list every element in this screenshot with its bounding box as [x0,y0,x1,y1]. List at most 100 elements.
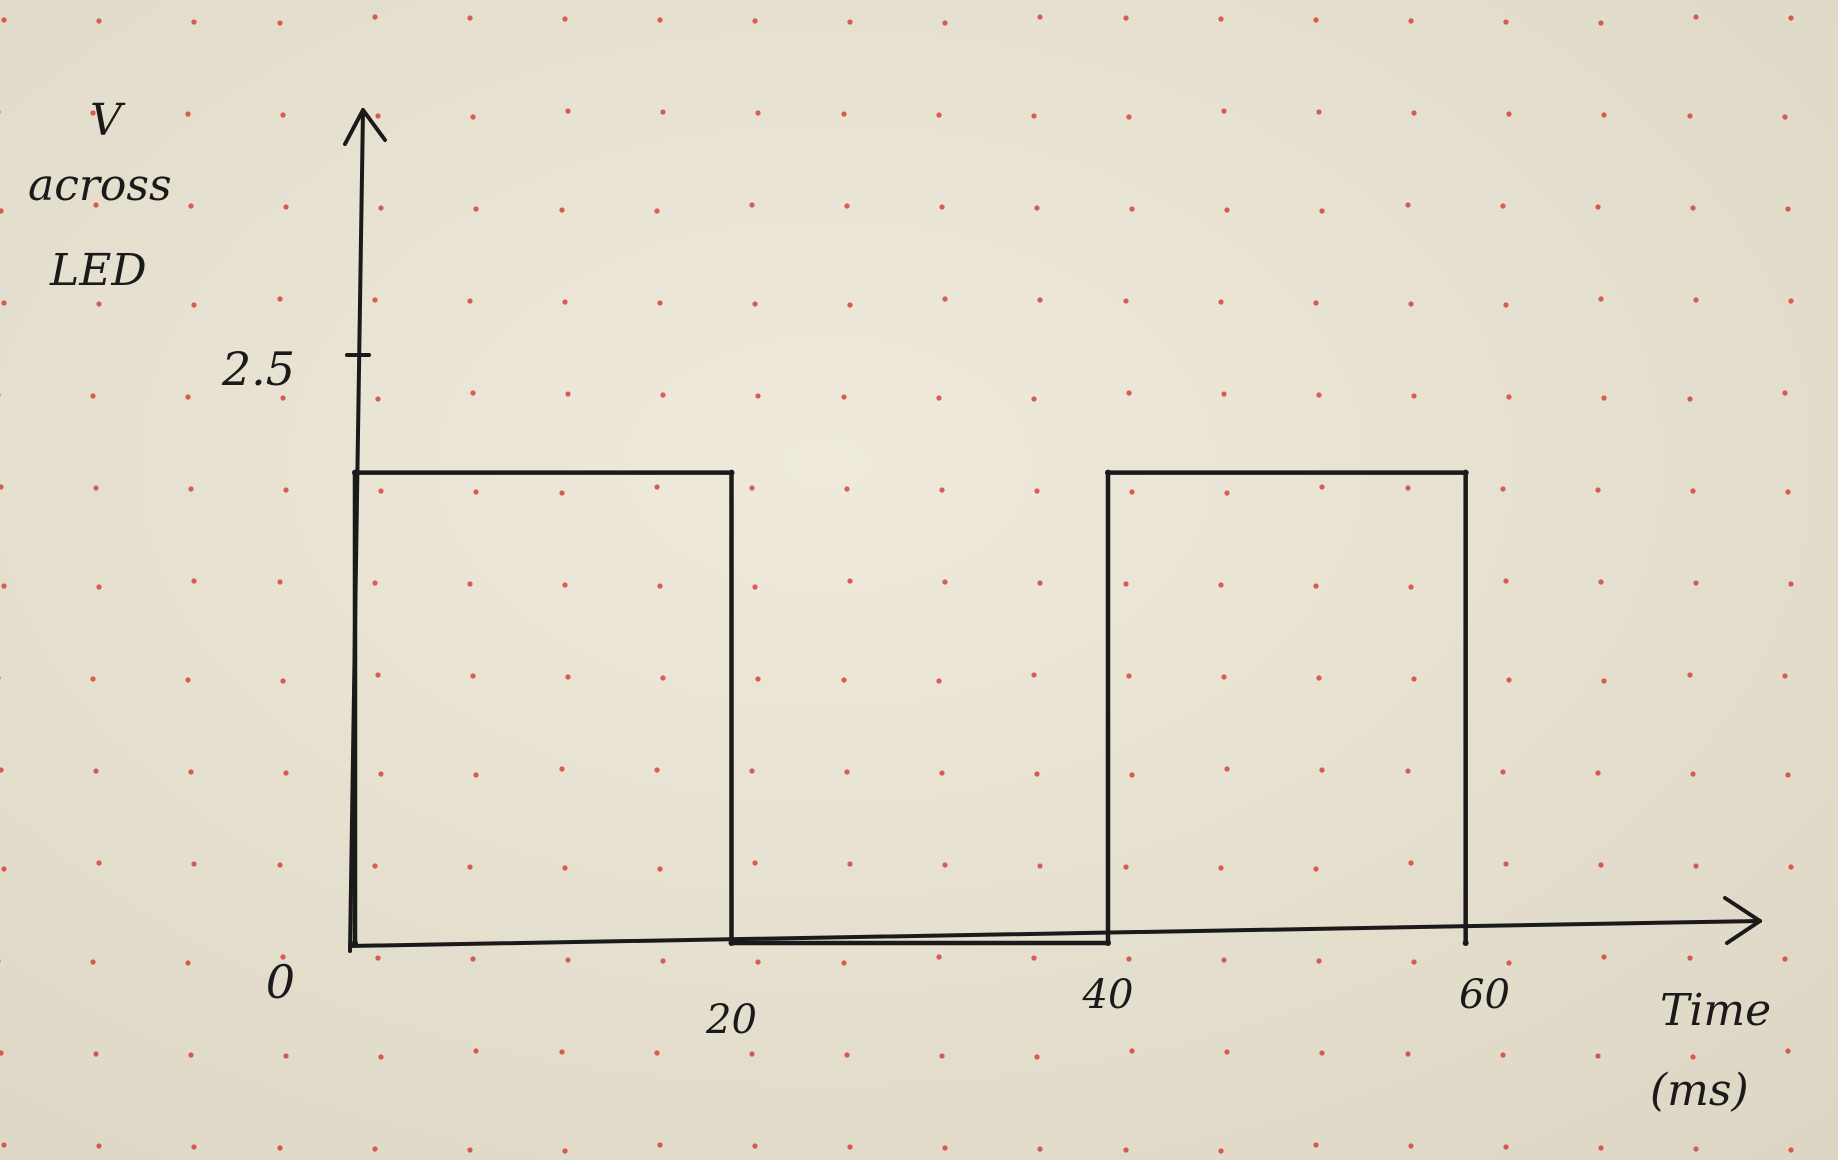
grid-dot [755,393,761,399]
grid-dot [1408,584,1414,590]
grid-dot [752,860,758,866]
grid-dot [188,203,194,209]
grid-dot [1503,1144,1509,1150]
grid-dot [467,298,473,304]
grid-dot [1319,1050,1325,1056]
grid-dot [90,393,96,399]
grid-dot [280,678,286,684]
grid-dot [1224,207,1230,213]
grid-dot [1224,1049,1230,1055]
grid-dot [1221,391,1227,397]
grid-dot [1506,394,1512,400]
grid-dot [1687,396,1693,402]
grid-dot [562,16,568,22]
grid-dot [749,1051,755,1057]
grid-dot [752,301,758,307]
grid-dot [1411,393,1417,399]
grid-dot [1218,582,1224,588]
grid-dot [473,772,479,778]
grid-dot [185,394,191,400]
grid-dot [191,861,197,867]
grid-dot [473,206,479,212]
grid-dot [841,677,847,683]
grid-dot [654,1050,660,1056]
grid-dot [1,1142,7,1148]
grid-dot [939,770,945,776]
grid-dot [1598,1145,1604,1151]
grid-dot [1506,677,1512,683]
grid-dot [1316,958,1322,964]
grid-dot [1788,1147,1794,1153]
grid-dot [1785,489,1791,495]
grid-dot [1693,1146,1699,1152]
grid-dot [191,19,197,25]
grid-dot [1218,865,1224,871]
grid-dot [1408,18,1414,24]
grid-dot [0,959,1,963]
grid-dot [942,862,948,868]
grid-dot [283,204,289,210]
grid-dot [1506,960,1512,966]
grid-dot [755,110,761,116]
grid-dot [1788,15,1794,21]
grid-dot [277,862,283,868]
grid-dot [1503,19,1509,25]
grid-dot [565,957,571,963]
grid-dot [1785,772,1791,778]
grid-dot [467,1147,473,1153]
grid-dot [1037,580,1043,586]
grid-dot [1408,1143,1414,1149]
grid-dot [1405,485,1411,491]
grid-dot [1782,956,1788,962]
grid-dot [467,864,473,870]
grid-dot [654,767,660,773]
grid-dot [378,205,384,211]
x-axis-label: Time (ms) [1650,985,1785,1116]
grid-dot [375,955,381,961]
grid-dot [1,17,7,23]
grid-dot [473,489,479,495]
grid-dot [559,490,565,496]
grid-dot [1129,772,1135,778]
grid-dot [562,582,568,588]
grid-dot [93,768,99,774]
grid-dot [565,391,571,397]
grid-dot [749,768,755,774]
grid-dot [280,112,286,118]
grid-dot [1687,113,1693,119]
series-point [1462,469,1469,476]
grid-dot [1221,674,1227,680]
grid-dot [372,14,378,20]
y-axis-label: V across LED [28,95,186,296]
grid-dot [1601,954,1607,960]
grid-dot [1313,866,1319,872]
grid-dot [1687,955,1693,961]
grid-dot [188,1052,194,1058]
grid-dot [841,394,847,400]
grid-dot [1037,14,1043,20]
grid-dot [1601,112,1607,118]
grid-dot [1693,580,1699,586]
grid-dot [657,17,663,23]
grid-dot [752,1143,758,1149]
grid-dot [188,486,194,492]
grid-dot [90,959,96,965]
grid-dot [660,109,666,115]
grid-dot [185,960,191,966]
grid-dot [1595,204,1601,210]
grid-dot [936,112,942,118]
y-tick-label: 2.5 [221,342,295,396]
grid-dot [96,584,102,590]
grid-dot [1034,205,1040,211]
x-axis-label-line: Time [1660,985,1771,1036]
grid-dot [0,767,4,773]
series-point [352,469,358,476]
grid-dot [1405,1051,1411,1057]
grid-dot [1037,297,1043,303]
grid-dot [185,111,191,117]
grid-dot [1411,110,1417,116]
grid-dot [473,1048,479,1054]
grid-dot [1693,14,1699,20]
grid-dot [844,769,850,775]
